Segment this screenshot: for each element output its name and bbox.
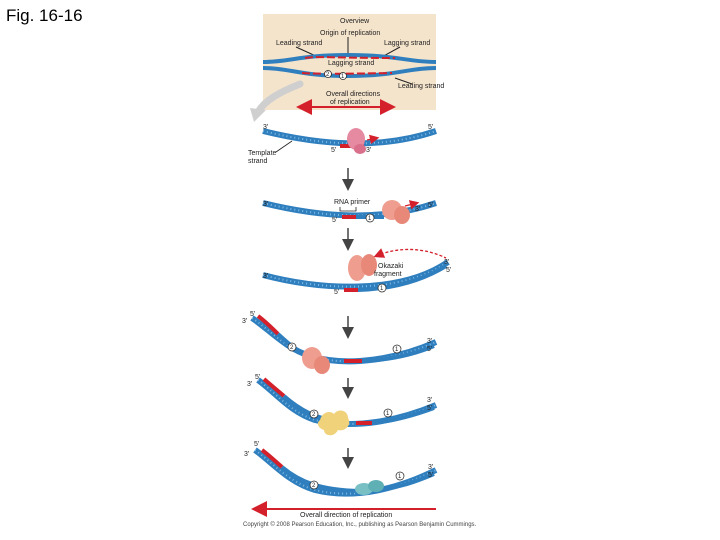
stage-4-end-3-right: 3': [427, 338, 432, 345]
stage-3-fragment-1-label: 1: [380, 286, 384, 292]
stage-3-end-3-right: 3': [444, 259, 449, 266]
stage-6-fragment-2-marker: [309, 480, 319, 490]
stage-5-fragment-1-marker: [383, 408, 393, 418]
stage-2-bases: [262, 202, 437, 217]
zoom-arrow-head: [250, 108, 266, 122]
stage-5-end-5-right: 5': [427, 405, 432, 412]
overview-heading: Overview: [340, 18, 370, 25]
stage-5-fragment-2-label: 2: [312, 412, 316, 418]
stage-2-fragment-1-label: 1: [368, 216, 372, 222]
stage-5-end-3-right: 3': [427, 397, 432, 404]
stage-4-end-3-left: 3': [242, 318, 247, 325]
overview-new-strand-top: [304, 56, 396, 59]
rna-primer-label: RNA primer: [334, 199, 371, 206]
zoom-arrow: [254, 80, 304, 116]
okazaki-label-2: fragment: [374, 271, 402, 278]
leading-strand-left-label: Leading strand: [276, 40, 322, 47]
stage-6-end-5-right: 5': [428, 472, 433, 479]
stage-3-polymerase-b: [361, 254, 377, 276]
overall-directions-label-2: of replication: [330, 99, 370, 106]
stage-1-bases: [262, 130, 437, 145]
origin-label: Origin of replication: [320, 30, 380, 37]
stage-1-end-5-right: 5': [428, 124, 433, 131]
stage-3-fragment-1-marker: [377, 283, 387, 293]
stage-2-end-5-right: 5': [428, 202, 433, 209]
stage-2-end-3-right: 3': [415, 206, 420, 213]
stage-5-primer-2: [262, 377, 286, 398]
stage-5-end-5-left: 5': [255, 374, 260, 381]
stage-5-polymerase-i: [317, 410, 350, 436]
stage-6-fragment-1-label: 1: [398, 474, 402, 480]
template-strand-pointer: [275, 140, 293, 153]
stage-3-end-5-right: 5': [446, 267, 451, 274]
overview-fragment-2-label: 2: [326, 72, 330, 78]
stage-4: 2 1 3' 5' 3' 5': [242, 311, 438, 374]
stage-2: RNA primer 1 3' 5' 5' 3': [262, 199, 437, 224]
stage-1-primer-5: 5': [331, 147, 336, 154]
stage-4-fragment-2-label: 2: [290, 345, 294, 351]
stage-1-primase-lower: [354, 144, 366, 154]
stage-1-end-3-left: 3': [263, 124, 268, 131]
lagging-strand-right-label: Lagging strand: [384, 40, 430, 47]
stage-6-template: [253, 447, 438, 497]
leading-strand-right-label: Leading strand: [398, 83, 444, 90]
stage-5-end-3-left: 3': [247, 381, 252, 388]
stage-6-fragment-1-marker: [395, 471, 405, 481]
overview-panel: Overview Origin of replication Leading s…: [262, 14, 444, 115]
stage-1: 3' 5' 5' 3' Template strand: [248, 124, 437, 165]
stage-5: 2 1 3' 5' 3' 5': [247, 374, 438, 436]
stage-4-fragment-1-label: 1: [395, 347, 399, 353]
overall-directions-label-1: Overall directions: [326, 91, 381, 98]
stage-6-end-3-left: 3': [244, 451, 249, 458]
stage-3: Okazaki fragment 1 3' 5' 3' 5': [262, 248, 451, 296]
overview-background: [263, 14, 436, 110]
stage-4-end-5-right: 5': [427, 346, 432, 353]
stage-1-direction-arrow: [366, 134, 380, 145]
stage-2-polymerase-b: [394, 206, 410, 224]
stage-2-fragment-1-marker: [365, 213, 375, 223]
stage-5-fragment-1-label: 1: [386, 411, 390, 417]
overview-new-strand-bottom: [301, 72, 393, 75]
stage-6-ligase-b: [368, 480, 384, 492]
stage-4-fragment-2-marker: [287, 342, 297, 352]
stage-4-polymerase-b: [314, 356, 330, 374]
stage-4-fragment-1-marker: [392, 344, 402, 354]
stage-3-primer-5: 5': [334, 289, 339, 296]
rna-primer-bracket: [339, 207, 357, 212]
stage-3-okazaki-dna: [357, 264, 448, 292]
figure-title: Fig. 16-16: [6, 6, 83, 25]
okazaki-label-1: Okazaki: [378, 263, 404, 270]
stage-2-primer-5: 5': [332, 217, 337, 224]
stage-3-end-3-left: 3': [263, 273, 268, 280]
stage-1-primer-3: 3': [366, 147, 371, 154]
overall-direction-label: Overall direction of replication: [300, 512, 392, 519]
stage-2-end-3-left: 3': [263, 201, 268, 208]
stage-6-end-5-left: 5': [254, 441, 259, 448]
stage-5-fragment-2-marker: [309, 409, 319, 419]
template-strand-label-2: strand: [248, 158, 268, 165]
stage-4-end-5-left: 5': [250, 311, 255, 318]
stage-5-fragment-1-dna: [371, 406, 435, 425]
stage-2-direction-arrow: [404, 200, 420, 210]
overview-fragment-1-marker: [339, 72, 347, 80]
overview-dna-top: [262, 52, 437, 64]
stage-3-bases: [262, 261, 449, 288]
template-strand-label-1: Template: [248, 150, 277, 157]
lagging-strand-mid-label: Lagging strand: [328, 60, 374, 67]
stage-6-fragment-2-label: 2: [312, 483, 316, 489]
stage-3-release-arrow: [373, 248, 447, 259]
stage-4-primer-2: [256, 314, 280, 336]
overview-fragment-2-marker: [324, 70, 332, 78]
copyright-notice: Copyright © 2008 Pearson Education, Inc.…: [243, 521, 477, 528]
overview-dna-bottom: [262, 66, 437, 79]
stage-6-primer-2: [260, 448, 284, 469]
leading-right-pointer: [394, 77, 413, 85]
overview-fragment-1-label: 1: [341, 74, 345, 80]
stage-4-fragment-1-dna: [361, 344, 435, 363]
stage-6: 2 1 3' 5' 3' 5': [244, 441, 438, 497]
stage-6-end-3-right: 3': [428, 464, 433, 471]
